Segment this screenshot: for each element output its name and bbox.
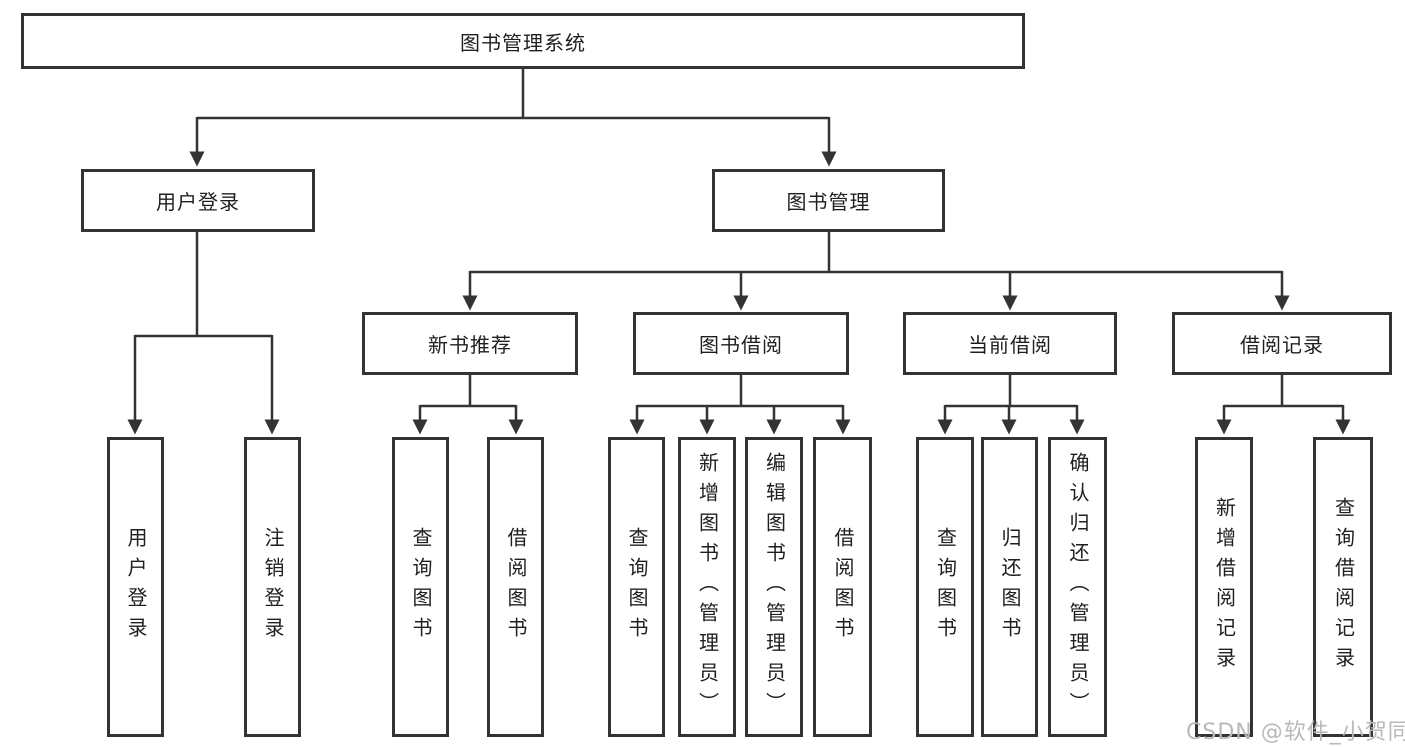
node-new-book-rec-label: 新书推荐 (428, 333, 512, 357)
node-leaf-nb-query: 查询图书 (392, 437, 449, 737)
node-leaf-bb-query-label: 查询图书 (625, 527, 649, 647)
node-user-login: 用户登录 (81, 169, 315, 232)
connector-borrowrecords-bar (1224, 375, 1343, 408)
node-leaf-cb-confirm: 确认归还（管理员） (1048, 437, 1107, 737)
node-leaf-bb-borrow-label: 借阅图书 (831, 527, 855, 647)
node-leaf-cb-return-label: 归还图书 (998, 527, 1022, 647)
node-book-borrow: 图书借阅 (633, 312, 849, 375)
node-leaf-bb-add: 新增图书（管理员） (678, 437, 736, 737)
node-book-mgmt: 图书管理 (712, 169, 945, 232)
node-root-label: 图书管理系统 (460, 30, 586, 55)
node-leaf-cb-return: 归还图书 (981, 437, 1038, 737)
node-leaf-nb-borrow: 借阅图书 (487, 437, 544, 737)
node-borrow-records-label: 借阅记录 (1240, 333, 1324, 357)
node-leaf-user-login-label: 用户登录 (124, 527, 148, 647)
csdn-watermark: CSDN @软件_小贺同学 (1186, 720, 1405, 745)
connector-userlogin-bar (135, 232, 272, 338)
node-current-borrow-label: 当前借阅 (968, 333, 1052, 357)
node-book-mgmt-label: 图书管理 (786, 190, 871, 214)
connector-newbookrec-bar (420, 375, 516, 408)
node-current-borrow: 当前借阅 (903, 312, 1117, 375)
node-new-book-rec: 新书推荐 (362, 312, 578, 375)
connector-bookborrow-bar (637, 375, 843, 408)
connector-root-bar (197, 69, 829, 120)
node-leaf-bb-add-label: 新增图书（管理员） (695, 452, 720, 722)
node-leaf-logout: 注销登录 (244, 437, 301, 737)
node-leaf-br-query-label: 查询借阅记录 (1331, 497, 1356, 677)
node-leaf-bb-edit: 编辑图书（管理员） (745, 437, 803, 737)
node-leaf-cb-query-label: 查询图书 (933, 527, 958, 647)
node-leaf-nb-query-label: 查询图书 (409, 527, 433, 647)
node-leaf-cb-confirm-label: 确认归还（管理员） (1066, 452, 1090, 722)
connector-bookmgmt-bar (470, 232, 1282, 274)
node-leaf-nb-borrow-label: 借阅图书 (504, 527, 528, 647)
node-leaf-br-add-label: 新增借阅记录 (1212, 497, 1237, 677)
node-leaf-logout-label: 注销登录 (261, 527, 285, 647)
node-leaf-bb-query: 查询图书 (608, 437, 665, 737)
node-leaf-br-query: 查询借阅记录 (1313, 437, 1373, 737)
node-user-login-label: 用户登录 (156, 190, 240, 214)
node-leaf-bb-edit-label: 编辑图书（管理员） (762, 452, 787, 722)
node-root: 图书管理系统 (21, 13, 1025, 69)
node-leaf-bb-borrow: 借阅图书 (813, 437, 872, 737)
node-book-borrow-label: 图书借阅 (699, 333, 783, 357)
connector-currentborrow-bar (945, 375, 1077, 408)
node-leaf-cb-query: 查询图书 (916, 437, 974, 737)
node-leaf-br-add: 新增借阅记录 (1195, 437, 1253, 737)
node-borrow-records: 借阅记录 (1172, 312, 1392, 375)
node-leaf-user-login: 用户登录 (107, 437, 164, 737)
